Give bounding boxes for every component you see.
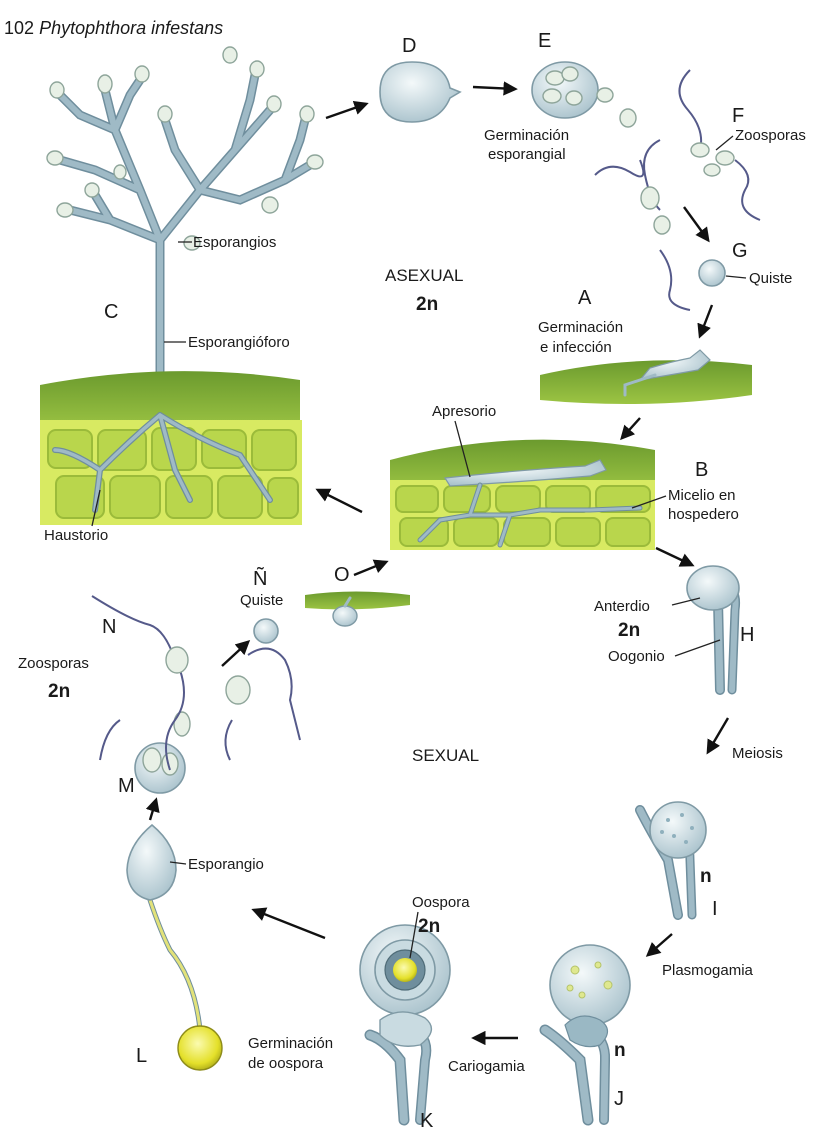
stage-N-ploidy: 2n	[48, 681, 70, 702]
stage-Ñ-label: Quiste	[240, 592, 283, 609]
arrow-C-to-D	[326, 104, 366, 118]
oospore-label: Oospora	[412, 894, 470, 911]
stage-letter-F: F	[732, 105, 744, 127]
plasmogamy-label: Plasmogamia	[662, 962, 754, 979]
stage-M-sporangium-label: Esporangio	[188, 856, 264, 873]
arrow-D-to-E	[473, 87, 515, 89]
stage-J-ploidy: n	[614, 1040, 626, 1061]
arrow-K-to-L	[254, 910, 325, 938]
arrow-I-to-J	[648, 934, 672, 955]
stage-A-leaf-infection	[540, 350, 752, 404]
arrow-A-to-B	[622, 418, 640, 438]
stage-L-label-2: de oospora	[248, 1055, 324, 1072]
stage-G-leader	[726, 276, 746, 278]
arrow-H-to-I	[708, 718, 728, 752]
stage-letter-N: N	[102, 616, 116, 638]
stage-letter-E: E	[538, 30, 551, 52]
arrow-F-to-G	[684, 207, 708, 240]
stage-letter-L: L	[136, 1045, 147, 1067]
arrow-L-to-M	[150, 800, 156, 820]
stage-E-label-2: esporangial	[488, 146, 566, 163]
arrow-B-to-C	[318, 490, 362, 512]
stage-Ñ-cysts	[225, 619, 300, 760]
stage-B-label-1: Micelio en	[668, 487, 736, 504]
stage-O-leaf-germination	[305, 592, 410, 627]
stage-H-ploidy: 2n	[618, 620, 640, 641]
stage-letter-J: J	[614, 1088, 624, 1110]
appressorium-label: Apresorio	[432, 403, 496, 420]
sporangia-label: Esporangios	[193, 234, 276, 251]
stage-A-label-1: Germinación	[538, 319, 623, 336]
stage-H-gametangia	[687, 566, 739, 690]
oogonium-leader	[675, 640, 720, 656]
stage-F-label: Zoosporas	[735, 127, 806, 144]
sexual-phase-label: SEXUAL	[412, 746, 479, 765]
antheridium-label: Anterdio	[594, 598, 650, 615]
page-title: 102 Phytophthora infestans	[4, 18, 223, 38]
stage-letter-K: K	[420, 1110, 434, 1129]
karyogamy-label: Cariogamia	[448, 1058, 525, 1075]
stage-D-sporangium	[380, 62, 460, 122]
oogonium-label: Oogonio	[608, 648, 665, 665]
haustorium-label: Haustorio	[44, 527, 108, 544]
arrow-O-to-B	[354, 562, 386, 575]
stage-letter-D: D	[402, 35, 416, 57]
stage-letter-Ñ: Ñ	[253, 566, 267, 590]
stage-N-label: Zoosporas	[18, 655, 89, 672]
stage-K-oospore	[360, 925, 450, 1120]
stage-letter-A: A	[578, 287, 592, 309]
stage-letter-B: B	[695, 459, 708, 481]
stage-E-germinating-sporangium	[532, 62, 636, 127]
stage-letter-O: O	[334, 564, 350, 586]
meiosis-label: Meiosis	[732, 745, 783, 762]
stage-B-label-2: hospedero	[668, 506, 739, 523]
stage-I-gametangia-meiosis	[640, 802, 706, 915]
stage-letter-M: M	[118, 775, 135, 797]
stage-L-label-1: Germinación	[248, 1035, 333, 1052]
stage-letter-G: G	[732, 240, 748, 262]
stage-M-zoospore-release	[135, 712, 190, 793]
asexual-phase-label: ASEXUAL	[385, 266, 463, 285]
stage-G-label: Quiste	[749, 270, 792, 287]
stage-B-host-mycelium	[390, 440, 655, 550]
stage-I-ploidy: n	[700, 866, 712, 887]
stage-letter-I: I	[712, 898, 718, 920]
stage-F-leader	[716, 136, 733, 150]
stage-letter-C: C	[104, 301, 118, 323]
stage-letter-H: H	[740, 624, 754, 646]
stage-E-label-1: Germinación	[484, 127, 569, 144]
leaf-tissue-left	[40, 371, 302, 525]
stage-A-label-2: e infección	[540, 339, 612, 356]
arrow-G-to-A	[700, 305, 712, 336]
sporangiophore-label: Esporangióforo	[188, 334, 290, 351]
stage-G-cyst	[699, 260, 725, 286]
stage-K-ploidy: 2n	[418, 916, 440, 937]
arrow-N-to-Ñ	[222, 642, 248, 666]
asexual-ploidy-label: 2n	[416, 294, 438, 315]
arrow-B-to-H	[656, 548, 692, 565]
